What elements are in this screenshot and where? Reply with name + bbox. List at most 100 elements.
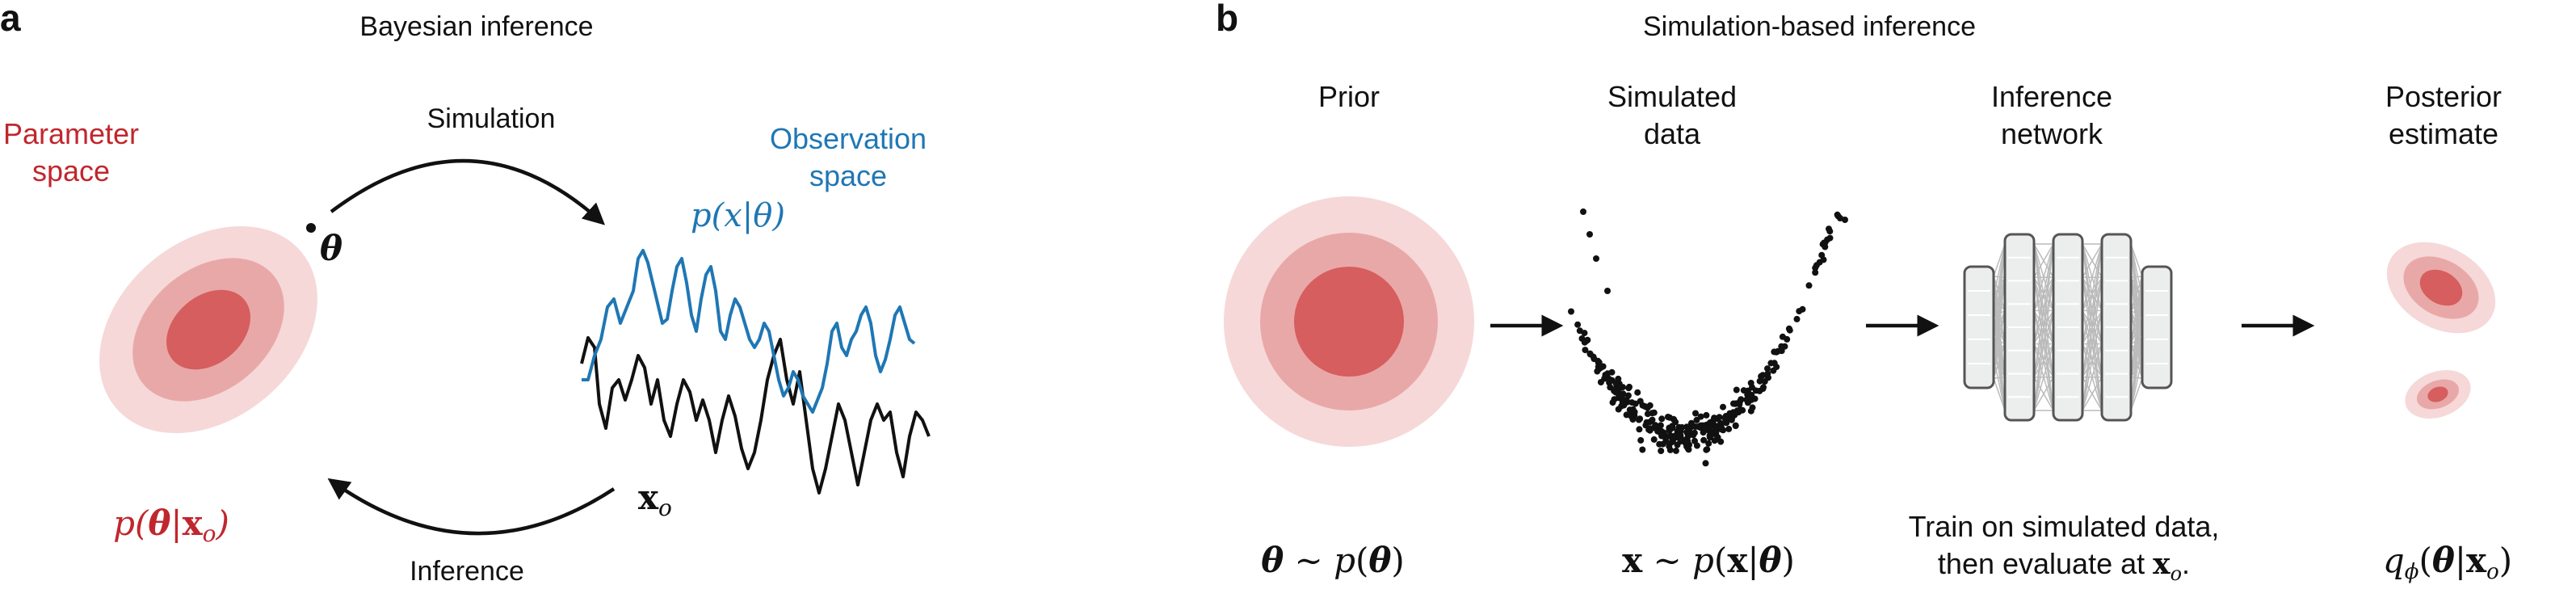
- network-edge: [2130, 276, 2143, 278]
- network-edge: [2082, 343, 2103, 411]
- scatter-point: [1744, 396, 1751, 403]
- panel-b-title: Simulation-based inference: [1643, 11, 1976, 42]
- simulated-series-line: [582, 249, 916, 414]
- scatter-point: [1707, 419, 1713, 426]
- scatter-point: [1604, 288, 1611, 294]
- scatter-point: [1702, 424, 1709, 432]
- scatter-point: [1738, 396, 1745, 403]
- scatter-point: [1646, 402, 1654, 409]
- scatter-point: [1799, 305, 1806, 313]
- inference-label: Inference: [410, 556, 524, 587]
- scatter-point: [1767, 360, 1775, 367]
- posterior-label: p(θ|xo): [113, 503, 229, 547]
- scatter-point: [1770, 367, 1777, 374]
- scatter-point: [1785, 325, 1792, 332]
- posterior-estimate-label-1: Posterior: [2385, 80, 2502, 113]
- scatter-point: [1793, 315, 1801, 322]
- scatter-point: [1731, 411, 1738, 419]
- scatter-point: [1756, 377, 1763, 385]
- network-edge: [2033, 343, 2054, 411]
- network-edge: [2082, 243, 2103, 377]
- network-edge: [2082, 310, 2103, 411]
- scatter-point: [1636, 426, 1643, 433]
- network-edge: [2130, 357, 2143, 411]
- network-edge: [1993, 243, 2006, 379]
- scatter-point: [1666, 432, 1674, 439]
- network-edge: [2033, 243, 2054, 278]
- train-text-2: then evaluate at xo.: [1938, 547, 2190, 585]
- curved-arrow-icon: [330, 158, 606, 225]
- network-edge: [1993, 243, 2006, 277]
- network-edge: [2033, 310, 2054, 411]
- network-edge: [2082, 243, 2103, 278]
- network-edge: [2082, 243, 2103, 344]
- network-edge: [1993, 377, 2006, 411]
- scatter-point: [1732, 423, 1739, 429]
- train-text-1: Train on simulated data,: [1909, 510, 2220, 543]
- network-edge: [1993, 343, 2006, 379]
- network-edge: [2033, 243, 2054, 344]
- scatter-point: [1723, 419, 1730, 427]
- prior-equation: θ ∼ p(θ): [1261, 541, 1405, 580]
- scatter-point: [1692, 410, 1699, 417]
- scatter-point: [1720, 403, 1726, 410]
- scatter-point: [1568, 308, 1574, 315]
- scatter-point: [1642, 422, 1649, 429]
- panel-b-letter: b: [1216, 0, 1238, 39]
- scatter-point: [1812, 264, 1819, 272]
- scatter-point: [1703, 446, 1710, 453]
- sim-equation: x ∼ p(x|θ): [1622, 541, 1795, 580]
- likelihood-label: p(x|θ): [691, 197, 785, 234]
- scatter-point: [1733, 386, 1740, 394]
- network-edge: [2130, 276, 2143, 311]
- scatter-point: [1615, 375, 1622, 382]
- scatter-point: [1580, 208, 1586, 215]
- posterior-estimate-equation: qϕ(θ|xo): [2383, 541, 2512, 584]
- scatter-point: [1672, 447, 1679, 454]
- scatter-point: [1714, 434, 1721, 441]
- scatter-point: [1615, 406, 1622, 413]
- scatter-point: [1650, 409, 1658, 416]
- scatter-point: [1759, 385, 1767, 392]
- scatter-point: [1771, 348, 1778, 356]
- scatter-point: [1637, 436, 1645, 444]
- scatter-point: [1712, 426, 1719, 433]
- scatter-point: [1639, 402, 1646, 409]
- scatter-point: [1751, 395, 1759, 402]
- panel-a-title: Bayesian inference: [359, 11, 593, 42]
- simulated-label-2: data: [1644, 117, 1701, 150]
- scatter-point: [1826, 225, 1832, 233]
- network-edge: [2082, 277, 2103, 411]
- scatter-point: [1679, 436, 1685, 443]
- scatter-point: [1594, 368, 1601, 375]
- scatter-point: [1805, 282, 1813, 289]
- scatter-point: [1625, 385, 1633, 392]
- network-edge: [2033, 277, 2054, 411]
- scatter-point: [1581, 330, 1588, 337]
- scatter-point: [1706, 434, 1713, 441]
- network-edge: [2130, 276, 2143, 344]
- scatter-point: [1595, 357, 1602, 364]
- scatter-point: [1658, 448, 1665, 454]
- scatter-point: [1822, 243, 1829, 250]
- scatter-point: [1599, 363, 1607, 370]
- curved-arrow-icon-inference: [327, 478, 616, 536]
- network-edge: [2033, 243, 2054, 377]
- scatter-point: [1816, 259, 1823, 266]
- scatter-point: [1672, 419, 1679, 426]
- theta-label: θ: [320, 229, 342, 268]
- scatter-point: [1582, 347, 1589, 354]
- scatter-point: [1590, 353, 1597, 360]
- prior-label: Prior: [1318, 80, 1380, 113]
- scatter-point: [1619, 399, 1626, 406]
- scatter-point: [1812, 269, 1819, 276]
- network-icon: [1963, 233, 2173, 422]
- scatter-point: [1703, 411, 1710, 419]
- scatter-point: [1749, 404, 1756, 411]
- scatter-point: [1826, 234, 1834, 242]
- network-edge: [2130, 243, 2143, 277]
- scatter-point: [1650, 436, 1658, 443]
- estimate-ellipse-inner: [2419, 269, 2463, 306]
- panel-a-letter: a: [0, 0, 21, 39]
- scatter-point: [1658, 432, 1665, 440]
